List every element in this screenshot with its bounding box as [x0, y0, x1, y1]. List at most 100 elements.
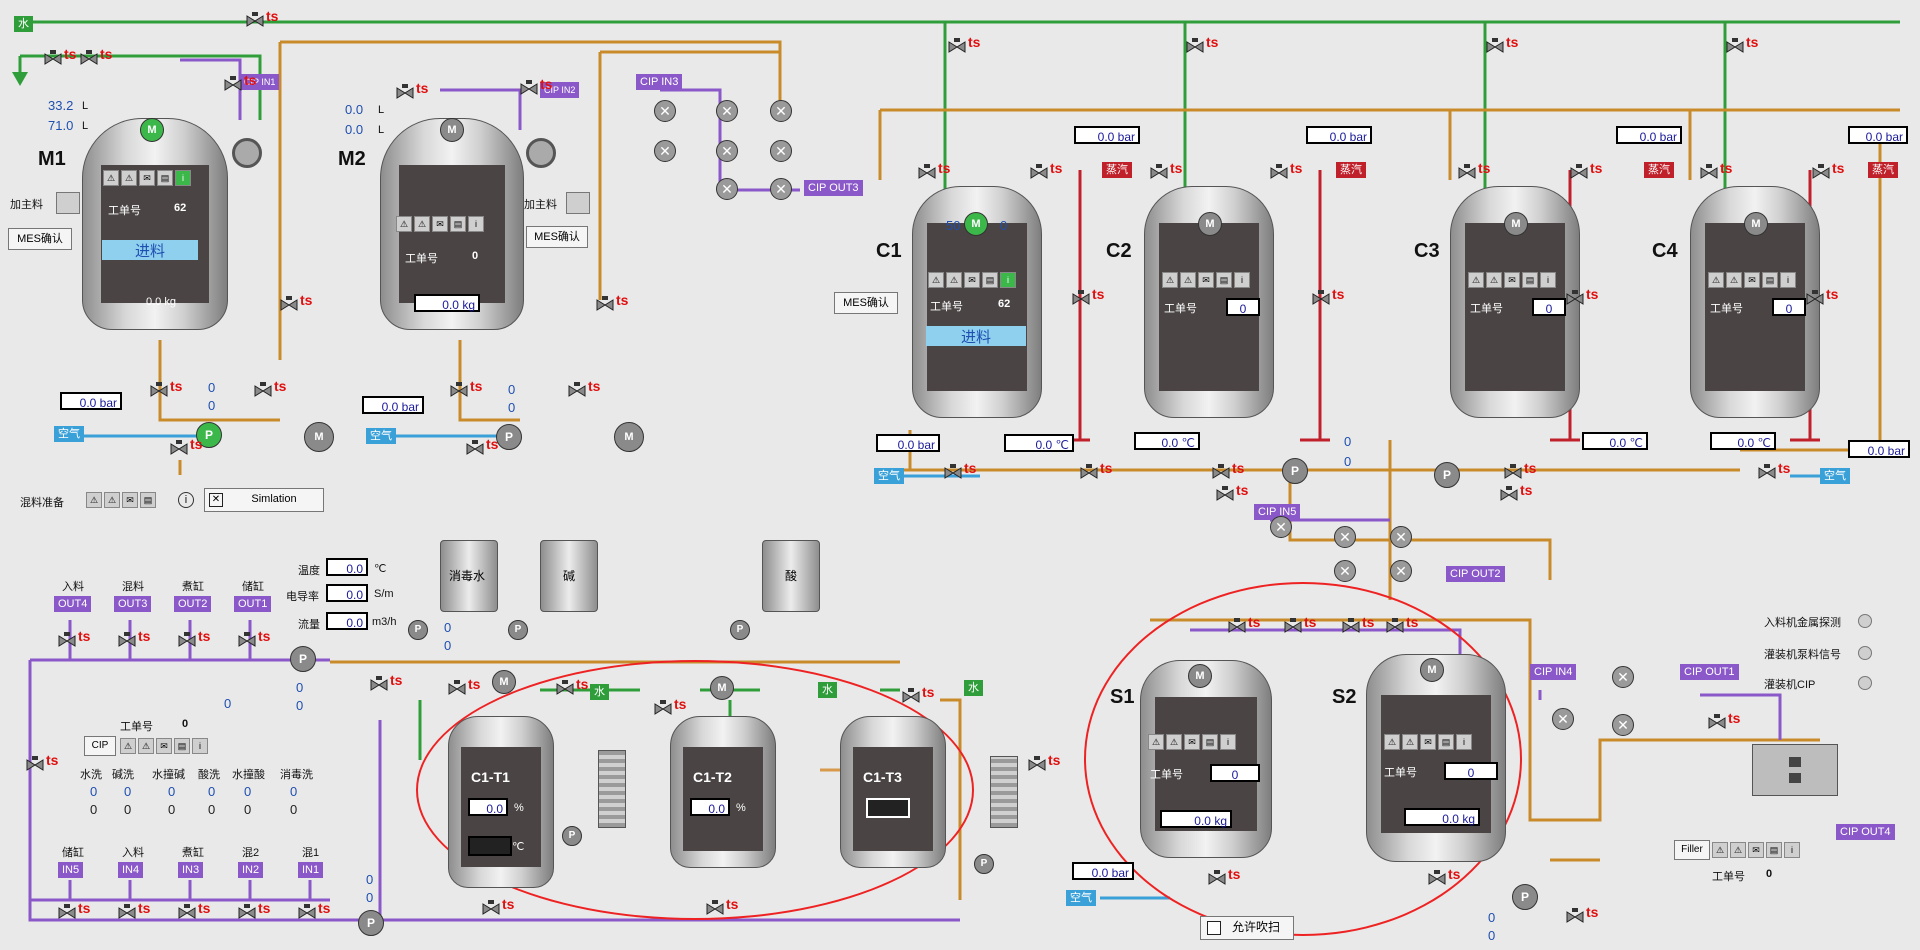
valve-icon[interactable]	[58, 632, 76, 655]
valve-icon[interactable]	[466, 440, 484, 463]
c2-agitator-motor[interactable]: M	[1198, 212, 1222, 236]
m1-mixer-motor[interactable]: M	[304, 422, 334, 452]
s1-agitator-motor[interactable]: M	[1188, 664, 1212, 688]
valve-icon[interactable]	[370, 676, 388, 699]
disinfect-pump[interactable]: P	[408, 620, 428, 640]
valve-icon[interactable]	[1386, 618, 1404, 641]
valve-icon[interactable]	[1312, 290, 1330, 313]
valve-icon[interactable]	[1228, 618, 1246, 641]
valve-icon[interactable]	[556, 680, 574, 703]
s2-agitator-motor[interactable]: M	[1420, 658, 1444, 682]
routing-valve-icon[interactable]: ✕	[1390, 560, 1412, 582]
c2-pump[interactable]: P	[1282, 458, 1308, 484]
cip-button[interactable]: CIP	[84, 736, 116, 756]
valve-icon[interactable]	[706, 900, 724, 923]
valve-icon[interactable]	[654, 700, 672, 723]
valve-icon[interactable]	[1806, 290, 1824, 313]
valve-icon[interactable]	[280, 296, 298, 319]
valve-icon[interactable]	[1726, 38, 1744, 61]
routing-valve-icon[interactable]: ✕	[770, 140, 792, 162]
c4-agitator-motor[interactable]: M	[1744, 212, 1768, 236]
t3-pump[interactable]: P	[974, 854, 994, 874]
valve-icon[interactable]	[596, 296, 614, 319]
t2-motor[interactable]: M	[710, 676, 734, 700]
valve-icon[interactable]	[944, 464, 962, 487]
valve-icon[interactable]	[1812, 164, 1830, 187]
routing-valve-icon[interactable]: ✕	[770, 100, 792, 122]
routing-valve-icon[interactable]: ✕	[1612, 666, 1634, 688]
valve-icon[interactable]	[178, 904, 196, 927]
valve-icon[interactable]	[1758, 464, 1776, 487]
m2-agitator-motor[interactable]: M	[440, 118, 464, 142]
m1-tank[interactable]	[82, 118, 228, 330]
valve-icon[interactable]	[918, 164, 936, 187]
routing-valve-icon[interactable]: ✕	[770, 178, 792, 200]
valve-icon[interactable]	[1486, 38, 1504, 61]
routing-valve-icon[interactable]: ✕	[1334, 526, 1356, 548]
mix-prep-info-icon[interactable]: i	[178, 492, 194, 508]
valve-icon[interactable]	[118, 632, 136, 655]
t1-pump[interactable]: P	[562, 826, 582, 846]
cip-supply-pump[interactable]: P	[290, 646, 316, 672]
routing-valve-icon[interactable]: ✕	[1270, 516, 1292, 538]
valve-icon[interactable]	[396, 84, 414, 107]
valve-icon[interactable]	[1458, 164, 1476, 187]
valve-icon[interactable]	[238, 632, 256, 655]
valve-icon[interactable]	[298, 904, 316, 927]
routing-valve-icon[interactable]: ✕	[716, 100, 738, 122]
valve-icon[interactable]	[1428, 870, 1446, 893]
valve-icon[interactable]	[1504, 464, 1522, 487]
m2-mixer-motor[interactable]: M	[614, 422, 644, 452]
valve-icon[interactable]	[902, 688, 920, 711]
routing-valve-icon[interactable]: ✕	[1334, 560, 1356, 582]
m1-agitator-motor[interactable]: M	[140, 118, 164, 142]
valve-icon[interactable]	[26, 756, 44, 779]
s2-tank[interactable]	[1366, 654, 1506, 862]
allow-purge-button[interactable]: 允许吹扫	[1200, 916, 1294, 940]
routing-valve-icon[interactable]: ✕	[654, 140, 676, 162]
c1-mes-button[interactable]: MES确认	[834, 292, 898, 314]
valve-icon[interactable]	[170, 440, 188, 463]
valve-icon[interactable]	[1150, 164, 1168, 187]
t1-motor[interactable]: M	[492, 670, 516, 694]
simulation-button[interactable]: ✕ Simlation	[204, 488, 324, 512]
valve-icon[interactable]	[1186, 38, 1204, 61]
s-pump[interactable]: P	[1512, 884, 1538, 910]
c1-agitator-motor[interactable]: M	[964, 212, 988, 236]
valve-icon[interactable]	[520, 80, 538, 103]
t3-tank[interactable]: C1-T3	[840, 716, 946, 868]
filler-button[interactable]: Filler	[1674, 840, 1710, 860]
valve-icon[interactable]	[1216, 486, 1234, 509]
valve-icon[interactable]	[448, 680, 466, 703]
valve-icon[interactable]	[1080, 464, 1098, 487]
t2-tank[interactable]: C1-T2	[670, 716, 776, 868]
valve-icon[interactable]	[58, 904, 76, 927]
valve-icon[interactable]	[246, 12, 264, 35]
valve-icon[interactable]	[1208, 870, 1226, 893]
valve-icon[interactable]	[238, 904, 256, 927]
valve-icon[interactable]	[1212, 464, 1230, 487]
valve-icon[interactable]	[1072, 290, 1090, 313]
routing-valve-icon[interactable]: ✕	[716, 178, 738, 200]
valve-icon[interactable]	[1030, 164, 1048, 187]
valve-icon[interactable]	[1270, 164, 1288, 187]
valve-icon[interactable]	[450, 382, 468, 405]
m2-pump[interactable]: P	[496, 424, 522, 450]
valve-icon[interactable]	[178, 632, 196, 655]
valve-icon[interactable]	[150, 382, 168, 405]
valve-icon[interactable]	[118, 904, 136, 927]
routing-valve-icon[interactable]: ✕	[716, 140, 738, 162]
routing-valve-icon[interactable]: ✕	[654, 100, 676, 122]
filler-machine[interactable]	[1752, 744, 1838, 796]
valve-icon[interactable]	[44, 50, 62, 73]
c3-pump[interactable]: P	[1434, 462, 1460, 488]
valve-icon[interactable]	[254, 382, 272, 405]
valve-icon[interactable]	[80, 50, 98, 73]
valve-icon[interactable]	[1500, 486, 1518, 509]
routing-valve-icon[interactable]: ✕	[1390, 526, 1412, 548]
valve-icon[interactable]	[1708, 714, 1726, 737]
routing-valve-icon[interactable]: ✕	[1552, 708, 1574, 730]
valve-icon[interactable]	[948, 38, 966, 61]
m1-mes-button[interactable]: MES确认	[8, 228, 72, 250]
m1-add-button[interactable]	[56, 192, 80, 214]
